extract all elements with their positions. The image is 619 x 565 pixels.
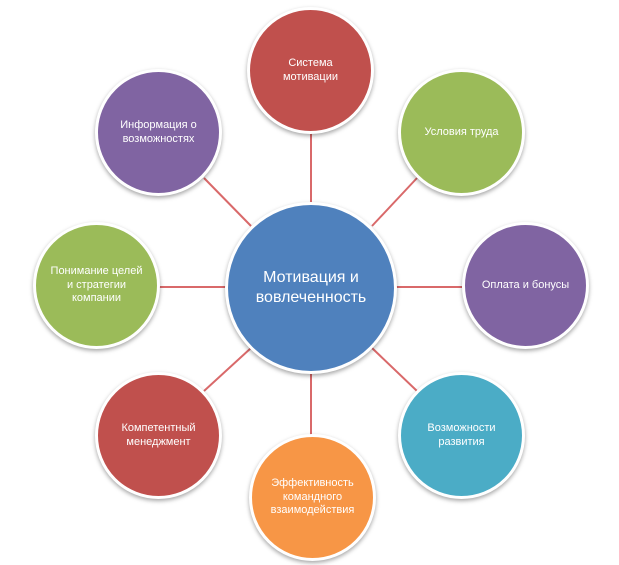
node-label: Возможности развития (427, 421, 496, 448)
node-label: Понимание целей и стратегии компании (50, 264, 143, 305)
center-node-label: Мотивация и вовлеченность (255, 269, 367, 306)
node-label: Система мотивации (282, 56, 339, 83)
node-working-conditions: Условия труда (398, 69, 525, 196)
node-label: Компетентный менеджмент (121, 421, 196, 448)
node-label: Эффективность командного взаимодействия (270, 476, 355, 517)
node-competent-management: Компетентный менеджмент (95, 372, 222, 499)
node-label: Условия труда (424, 125, 499, 138)
node-label: Информация о возможностях (120, 118, 197, 145)
connector-line (371, 177, 418, 227)
node-development-opportunities: Возможности развития (398, 372, 525, 499)
node-label: Оплата и бонусы (481, 278, 570, 291)
node-pay-and-bonuses: Оплата и бонусы (462, 222, 589, 349)
node-team-effectiveness: Эффективность командного взаимодействия (249, 434, 376, 561)
node-motivation-system: Система мотивации (247, 7, 374, 134)
connector-line (203, 177, 252, 227)
connector-line (203, 347, 252, 392)
connector-line (371, 347, 418, 392)
node-information-opportunities: Информация о возможностях (95, 69, 222, 196)
center-node: Мотивация и вовлеченность (225, 202, 397, 374)
node-understanding-goals: Понимание целей и стратегии компании (33, 222, 160, 349)
